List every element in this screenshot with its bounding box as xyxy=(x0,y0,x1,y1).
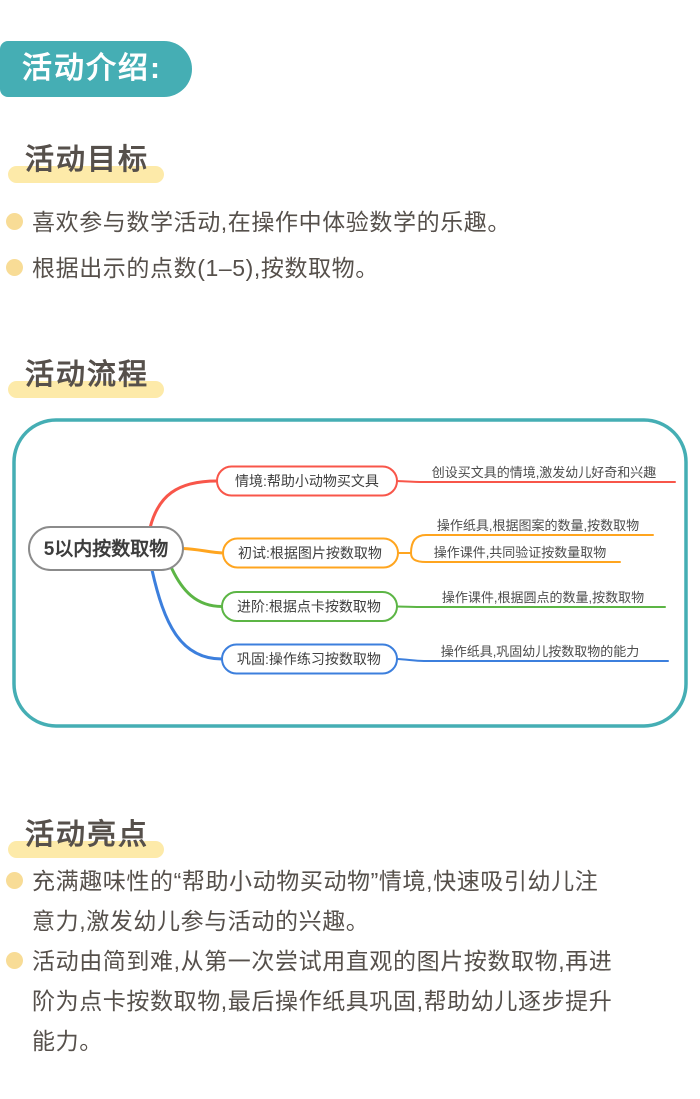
highlights-heading-highlight xyxy=(8,841,164,858)
leaf-label-gonggu-1: 操作纸具,巩固幼儿按数取物的能力 xyxy=(441,644,640,659)
branch-label-chushi: 初试:根据图片按数取物 xyxy=(238,545,382,561)
goal-item-text: 根据出示的点数(1–5),按数取物。 xyxy=(32,255,379,281)
list-item: 根据出示的点数(1–5),按数取物。 xyxy=(6,245,694,291)
leaf-underline-blue xyxy=(396,658,669,662)
highlight-item-text: 活动由简到难,从第一次尝试用直观的图片按数取物,再进 阶为点卡按数取物,最后操作… xyxy=(32,948,613,1054)
branch-label-jinjie: 进阶:根据点卡按数取物 xyxy=(237,599,381,615)
flow-heading-text: 活动流程 xyxy=(25,359,150,391)
mindmap-root-label: 5以内按数取物 xyxy=(44,537,169,560)
bullet-dot-icon xyxy=(6,952,23,969)
bullet-dot-icon xyxy=(6,259,23,276)
goals-heading-text: 活动目标 xyxy=(25,144,150,176)
leaf-underline-red xyxy=(396,480,676,483)
goals-heading: 活动目标 xyxy=(8,136,164,183)
branch-connector-green xyxy=(170,567,224,608)
list-item: 喜欢参与数学活动,在操作中体验数学的乐趣。 xyxy=(6,199,694,245)
leaf-underline-orange-2 xyxy=(410,552,621,563)
mindmap-root-node xyxy=(28,526,184,571)
highlights-heading: 活动亮点 xyxy=(8,811,164,858)
branch-label-qingjing: 情境:帮助小动物买文具 xyxy=(235,473,379,489)
branch-node-jinjie xyxy=(221,591,398,622)
branch-connector-red xyxy=(148,479,219,530)
leaf-underline-orange-1 xyxy=(410,534,654,554)
goals-heading-highlight xyxy=(8,166,164,183)
branch-label-gonggu: 巩固:操作练习按数取物 xyxy=(237,651,381,667)
list-item: 活动由简到难,从第一次尝试用直观的图片按数取物,再进 阶为点卡按数取物,最后操作… xyxy=(6,941,694,1061)
highlight-item-text: 充满趣味性的“帮助小动物买动物”情境,快速吸引幼儿注 意力,激发幼儿参与活动的兴… xyxy=(32,868,599,934)
bullet-dot-icon xyxy=(6,872,23,889)
highlights-list: 充满趣味性的“帮助小动物买动物”情境,快速吸引幼儿注 意力,激发幼儿参与活动的兴… xyxy=(6,861,694,1061)
flow-heading-highlight xyxy=(8,381,164,398)
branch-connector-blue xyxy=(150,568,224,661)
goal-item-text: 喜欢参与数学活动,在操作中体验数学的乐趣。 xyxy=(32,209,511,235)
mindmap-canvas: 5以内按数取物 情境:帮助小动物买文具 初试:根据图片按数取物 进阶:根据点卡按… xyxy=(12,418,688,728)
leaf-label-chushi-2: 操作课件,共同验证按数量取物 xyxy=(434,545,607,560)
leaf-label-jinjie-1: 操作课件,根据圆点的数量,按数取物 xyxy=(442,590,644,605)
branch-node-chushi xyxy=(222,537,399,569)
goals-list: 喜欢参与数学活动,在操作中体验数学的乐趣。 根据出示的点数(1–5),按数取物。 xyxy=(6,199,694,291)
branch-connector-orange xyxy=(181,547,225,555)
branch-node-qingjing xyxy=(216,465,398,497)
leaf-label-qingjing-1: 创设买文具的情境,激发幼儿好奇和兴趣 xyxy=(432,465,657,480)
branch-node-gonggu xyxy=(221,643,398,675)
mindmap-border xyxy=(12,418,688,728)
highlights-heading-text: 活动亮点 xyxy=(25,819,150,851)
list-item: 充满趣味性的“帮助小动物买动物”情境,快速吸引幼儿注 意力,激发幼儿参与活动的兴… xyxy=(6,861,694,941)
leaf-label-chushi-1: 操作纸具,根据图案的数量,按数取物 xyxy=(437,518,639,533)
page-title-badge: 活动介绍: xyxy=(0,41,192,97)
leaf-underline-green xyxy=(396,605,666,608)
flow-heading: 活动流程 xyxy=(8,351,164,398)
bullet-dot-icon xyxy=(6,213,23,230)
mindmap: 5以内按数取物 情境:帮助小动物买文具 初试:根据图片按数取物 进阶:根据点卡按… xyxy=(12,418,688,728)
